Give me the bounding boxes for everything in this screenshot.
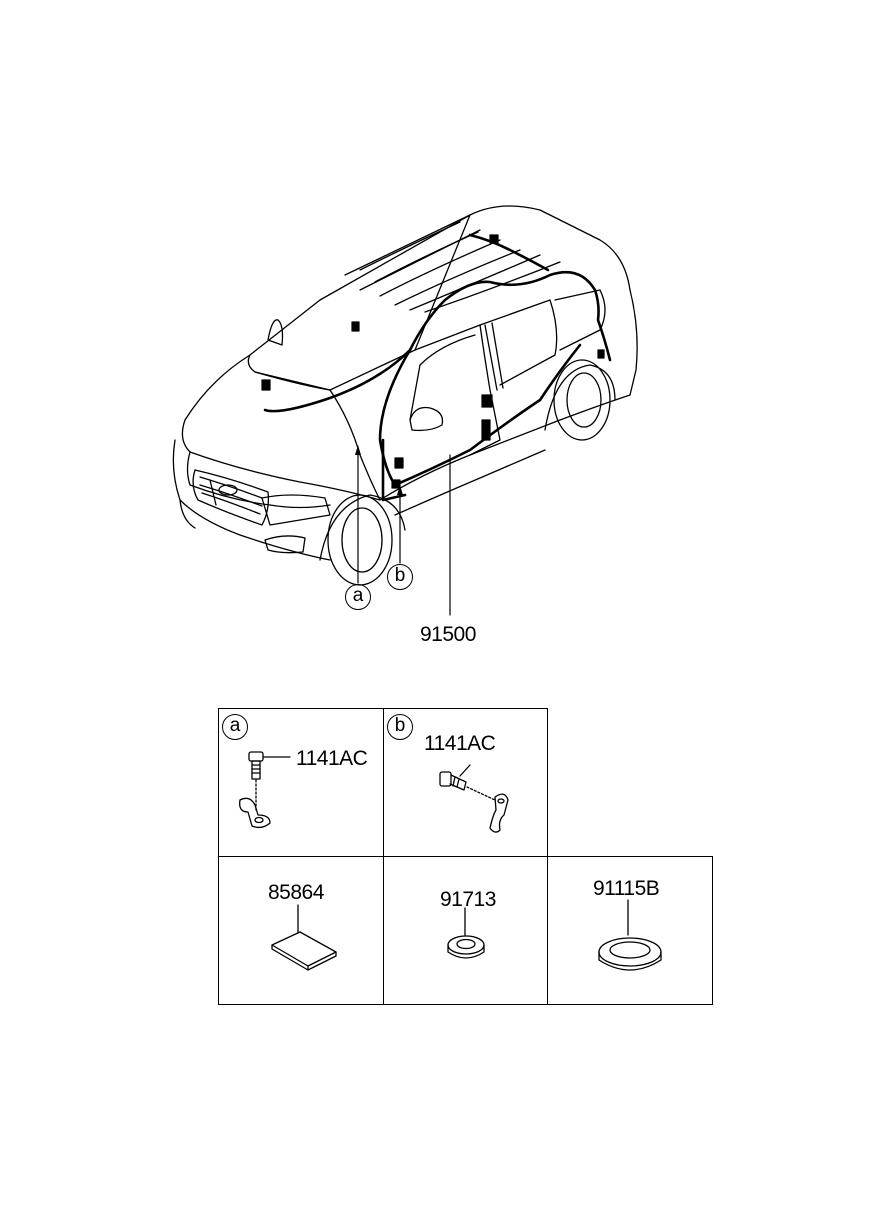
bolt-icon-a [248, 751, 291, 811]
pad-part-number: 85864 [268, 881, 324, 904]
cell-a-part-number: 1141AC [296, 747, 368, 770]
detail-cell-grommet-large [547, 856, 713, 1005]
detail-cell-grommet-small [383, 856, 548, 1005]
detail-cell-pad [218, 856, 384, 1005]
wiring-harness-91500 [263, 233, 612, 502]
harness-connectors [261, 234, 605, 489]
ground-bracket-a [239, 797, 271, 829]
leader-lines [357, 449, 451, 616]
leader-arrows [355, 445, 403, 495]
pad-icon [271, 904, 337, 971]
cell-b-circle: b [387, 714, 413, 740]
large-grommet-part-number: 91115B [593, 877, 660, 900]
car-body [172, 205, 638, 586]
callout-b: b [387, 564, 413, 590]
cell-b-part-number: 1141AC [424, 732, 496, 755]
cell-a-circle: a [222, 714, 248, 740]
harness-part-number: 91500 [420, 623, 476, 646]
small-grommet-icon [447, 907, 485, 959]
ground-bracket-b [489, 793, 509, 833]
callout-a: a [345, 584, 371, 610]
bolt-icon-b [439, 764, 496, 801]
large-grommet-icon [598, 899, 662, 971]
small-grommet-part-number: 91713 [440, 888, 496, 911]
